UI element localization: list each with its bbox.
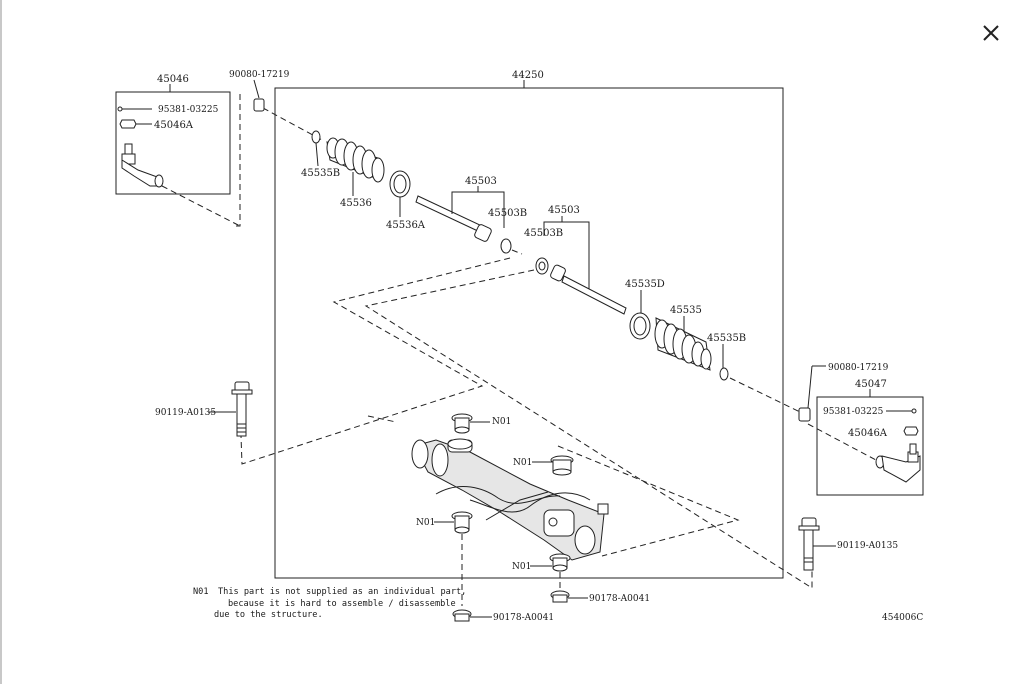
label-boot-left[interactable]: 45536 <box>340 198 372 209</box>
label-tie-rod-end-right[interactable]: 45047 <box>855 379 887 390</box>
label-tie-rod-end-left[interactable]: 45046 <box>157 74 189 85</box>
label-bushing-3[interactable]: N01 <box>416 518 435 528</box>
label-bushing-2[interactable]: N01 <box>513 458 532 468</box>
note-line-2: because it is hard to assemble / disasse… <box>228 599 456 609</box>
label-nut-bottom-right[interactable]: 90178-A0041 <box>589 594 650 604</box>
label-bushing-1[interactable]: N01 <box>492 417 511 427</box>
nut-bottom-right: 90178-A0041 <box>550 572 650 604</box>
label-main-part[interactable]: 44250 <box>512 70 544 81</box>
main-assembly-box: 44250 <box>274 70 784 579</box>
tie-rod-end-right-group: 90080-17219 45047 95381-03225 45046A <box>798 363 924 496</box>
steering-rack-housing <box>411 438 609 561</box>
label-washer-left[interactable]: 45503B <box>488 208 527 219</box>
right-boot-assembly: 45503 45503B 45535D 45535 <box>524 205 801 413</box>
tie-rod-end-left-group: 45046 95381-03225 45046A <box>115 74 241 227</box>
label-inner-rod-left[interactable]: 45503 <box>465 176 497 187</box>
label-bolt-right[interactable]: 90119-A0135 <box>837 541 898 551</box>
bushing-2: N01 <box>513 455 574 476</box>
note-line-1: This part is not supplied as an individu… <box>218 587 466 597</box>
viewer-left-border <box>0 0 2 684</box>
label-clip-d[interactable]: 45535D <box>625 279 665 290</box>
close-icon <box>983 25 999 41</box>
label-washer-right[interactable]: 45503B <box>524 228 563 239</box>
note-block: N01 This part is not supplied as an indi… <box>193 587 466 620</box>
label-clamp-top-left[interactable]: 90080-17219 <box>229 70 290 80</box>
label-nut-left[interactable]: 45046A <box>154 120 194 131</box>
clamp-top-left: 90080-17219 <box>229 70 290 112</box>
bolt-right: 90119-A0135 <box>798 517 898 571</box>
label-bolt-left[interactable]: 90119-A0135 <box>155 408 216 418</box>
label-boot-clip-right[interactable]: 45535B <box>707 333 746 344</box>
bushing-4: N01 <box>512 553 571 572</box>
label-clamp-a[interactable]: 45536A <box>386 220 426 231</box>
left-boot-assembly: 45535B 45536 45536A 4 <box>301 130 527 255</box>
figure-code: 454006C <box>882 613 923 623</box>
note-code: N01 <box>193 587 209 597</box>
label-cotter-pin-right[interactable]: 95381-03225 <box>823 407 884 417</box>
note-line-3: due to the structure. <box>214 610 323 620</box>
label-nut-right[interactable]: 45046A <box>848 428 888 439</box>
bushing-3: N01 <box>416 511 473 534</box>
label-cotter-pin-left[interactable]: 95381-03225 <box>158 105 219 115</box>
bolt-left: 90119-A0135 <box>155 381 253 437</box>
nut-bottom-left: 90178-A0041 <box>452 534 554 623</box>
label-clamp-top-right[interactable]: 90080-17219 <box>828 363 889 373</box>
bushing-1: N01 <box>451 413 511 434</box>
label-nut-bottom-left[interactable]: 90178-A0041 <box>493 613 554 623</box>
close-button[interactable] <box>976 18 1006 48</box>
label-bushing-4[interactable]: N01 <box>512 562 531 572</box>
label-inner-rod-right[interactable]: 45503 <box>548 205 580 216</box>
label-boot-right[interactable]: 45535 <box>670 305 702 316</box>
label-boot-clip-left[interactable]: 45535B <box>301 168 340 179</box>
